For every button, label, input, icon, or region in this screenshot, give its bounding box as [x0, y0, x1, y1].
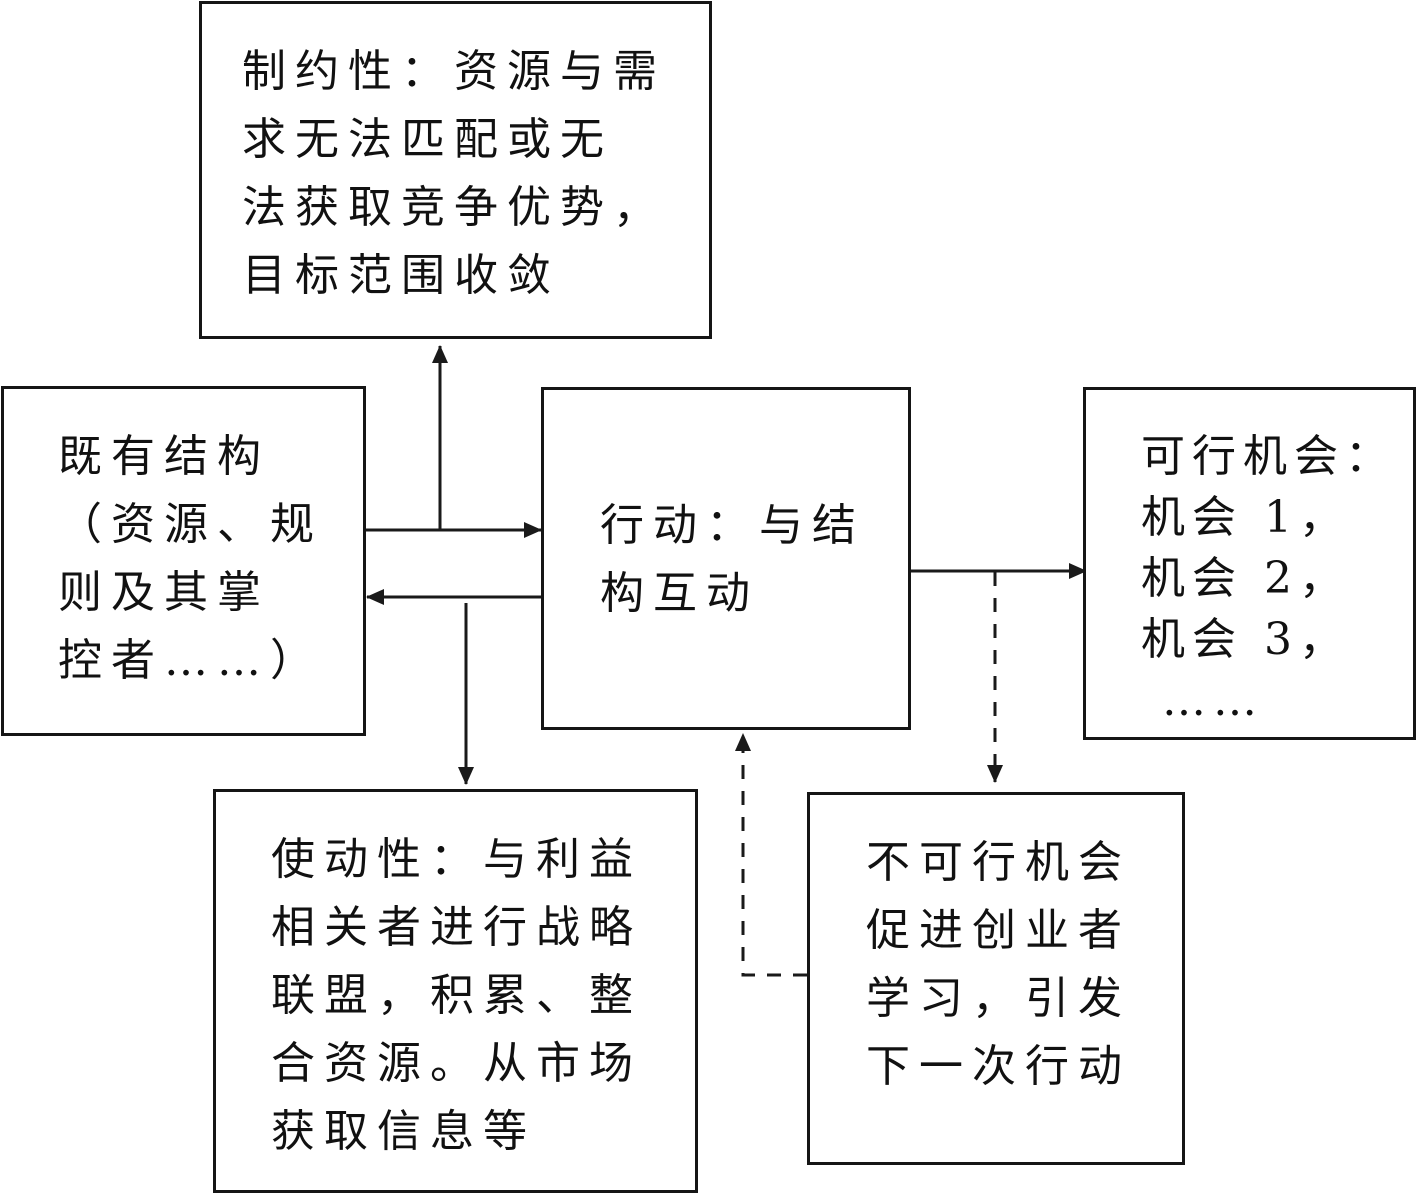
constraint-box: 制约性：资源与需求无法匹配或无法获取竞争优势， 目标范围收敛	[199, 1, 712, 339]
text-line: ……	[1141, 675, 1264, 726]
text-line: 法获取竞争优势，	[242, 182, 666, 233]
text-line: 机会 3，	[1141, 614, 1350, 665]
enabling-box: 使动性：与利益相关者进行战略联盟，积累、整合资源。从市场获取信息等	[213, 789, 698, 1193]
text-line: 则及其掌	[58, 567, 270, 618]
edge-infeasible-to-action	[735, 733, 807, 977]
text-line: 不可行机会	[866, 837, 1131, 888]
text-line: 控者……）	[58, 635, 323, 686]
text-line: 机会 1，	[1141, 492, 1350, 543]
text-line: 制约性：资源与需	[242, 46, 666, 97]
text-line: 使动性：与利益	[271, 834, 642, 885]
text-line: 学习，引发	[866, 973, 1131, 1024]
text-line: 合资源。从市场	[271, 1038, 642, 1089]
existing-structure-text: 既有结构 （资源、规则及其掌控者……）	[58, 423, 323, 695]
constraint-text: 制约性：资源与需求无法匹配或无法获取竞争优势， 目标范围收敛	[242, 38, 666, 310]
text-line: 联盟，积累、整	[271, 970, 642, 1021]
text-line: 行动：与结	[600, 500, 865, 551]
enabling-text: 使动性：与利益相关者进行战略联盟，积累、整合资源。从市场获取信息等	[271, 826, 642, 1166]
text-line: 下一次行动	[866, 1041, 1131, 1092]
infeasible-opportunities-text: 不可行机会促进创业者学习，引发下一次行动	[866, 829, 1131, 1101]
text-line: 可行机会：	[1141, 431, 1396, 482]
text-line: 目标范围收敛	[242, 250, 560, 301]
action-text: 行动：与结构互动	[600, 492, 865, 628]
feasible-opportunities-text: 可行机会： 机会 1， 机会 2， 机会 3， ……	[1141, 426, 1396, 731]
feasible-opportunities-box: 可行机会： 机会 1， 机会 2， 机会 3， ……	[1083, 387, 1416, 740]
existing-structure-box: 既有结构 （资源、规则及其掌控者……）	[1, 386, 366, 736]
text-line: 获取信息等	[271, 1106, 536, 1157]
text-line: 相关者进行战略	[271, 902, 642, 953]
action-box: 行动：与结构互动	[541, 387, 911, 730]
text-line: （资源、规	[58, 499, 323, 550]
text-line: 既有结构	[58, 431, 270, 482]
text-line: 求无法匹配或无	[242, 114, 613, 165]
text-line: 构互动	[600, 568, 759, 619]
infeasible-opportunities-box: 不可行机会促进创业者学习，引发下一次行动	[807, 792, 1185, 1165]
text-line: 促进创业者	[866, 905, 1131, 956]
text-line: 机会 2，	[1141, 553, 1350, 604]
